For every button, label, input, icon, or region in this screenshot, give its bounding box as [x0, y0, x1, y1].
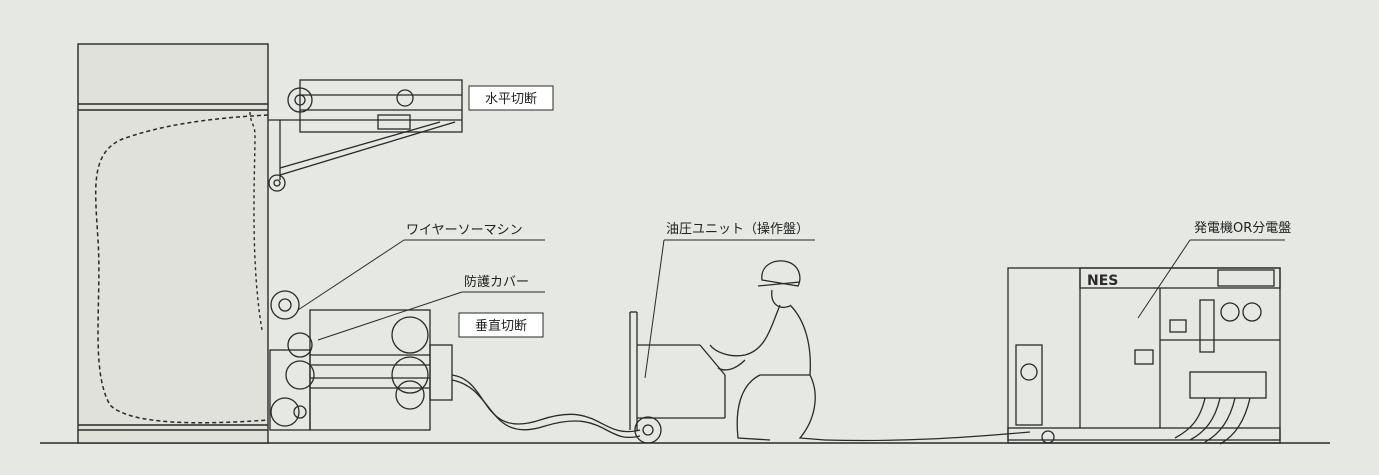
vertical-wire-saw [269, 290, 453, 431]
hydraulic-unit-cart [629, 311, 726, 444]
label-horizontal-cut-text: 水平切断 [485, 92, 537, 107]
label-protective-cover-text: 防護カバー [464, 274, 529, 290]
label-vertical-cut-text: 垂直切断 [475, 319, 527, 334]
label-horizontal-cut: 水平切断 [468, 85, 554, 111]
label-wire-saw-machine: ワイヤーソーマシン [297, 223, 545, 311]
label-generator-text: 発電機OR分電盤 [1194, 221, 1291, 236]
hydraulic-hose [451, 374, 641, 433]
label-hydraulic-unit: 油圧ユニット（操作盤） [644, 221, 815, 379]
label-hydraulic-unit-text: 油圧ユニット（操作盤） [666, 221, 809, 237]
hydraulic-hose-2 [451, 379, 641, 438]
cutting-line-dashed [94, 114, 269, 424]
label-generator: 発電機OR分電盤 [1137, 221, 1291, 319]
label-vertical-cut: 垂直切断 [458, 312, 544, 338]
label-wire-saw-machine-text: ワイヤーソーマシン [406, 223, 523, 238]
label-protective-cover: 防護カバー [317, 274, 545, 341]
horizontal-wire-saw [268, 79, 463, 192]
power-cable [824, 431, 1031, 442]
generator-brand-text: NES [1087, 273, 1118, 289]
generator-unit [1007, 267, 1281, 445]
worker-figure [709, 260, 826, 441]
concrete-wall [77, 43, 269, 444]
